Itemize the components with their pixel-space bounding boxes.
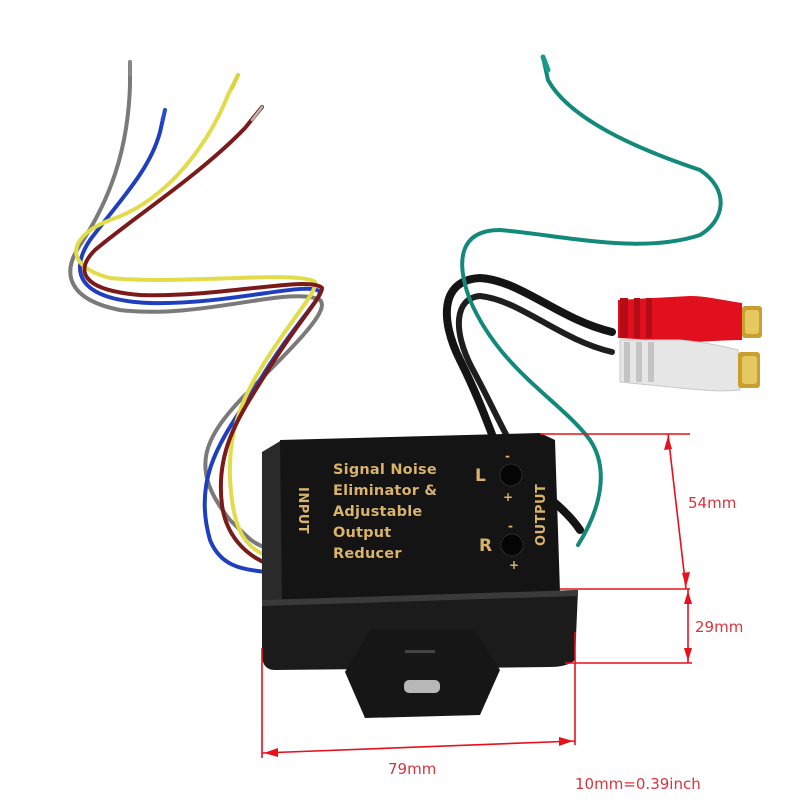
product-title: Signal Noise Eliminator & Adjustable Out… [333, 460, 437, 565]
dimension-height-base: 29mm [695, 618, 744, 636]
rca-connector-red [618, 296, 762, 342]
noise-eliminator-box [262, 433, 578, 718]
right-output-jack[interactable] [501, 534, 523, 556]
dimension-width: 79mm [388, 760, 437, 778]
title-line-1: Signal Noise [333, 462, 437, 478]
channel-left-minus: - [505, 449, 510, 463]
dimension-height-top: 54mm [688, 494, 737, 512]
title-line-2: Eliminator & [333, 483, 438, 499]
left-output-jack[interactable] [500, 464, 522, 486]
unit-conversion: 10mm=0.39inch [575, 775, 701, 793]
channel-right-minus: - [508, 519, 513, 533]
channel-left-label: L [475, 466, 486, 486]
input-wires [68, 60, 325, 574]
rca-connector-white [619, 339, 760, 392]
title-line-5: Reducer [333, 546, 402, 562]
channel-right-label: R [479, 536, 493, 556]
output-label: OUTPUT [534, 483, 549, 546]
title-line-4: Output [333, 525, 392, 541]
channel-left-plus: + [503, 490, 514, 504]
channel-right-plus: + [509, 558, 520, 572]
dimension-lines [261, 433, 692, 758]
title-line-3: Adjustable [333, 504, 423, 520]
input-label: INPUT [295, 487, 310, 535]
